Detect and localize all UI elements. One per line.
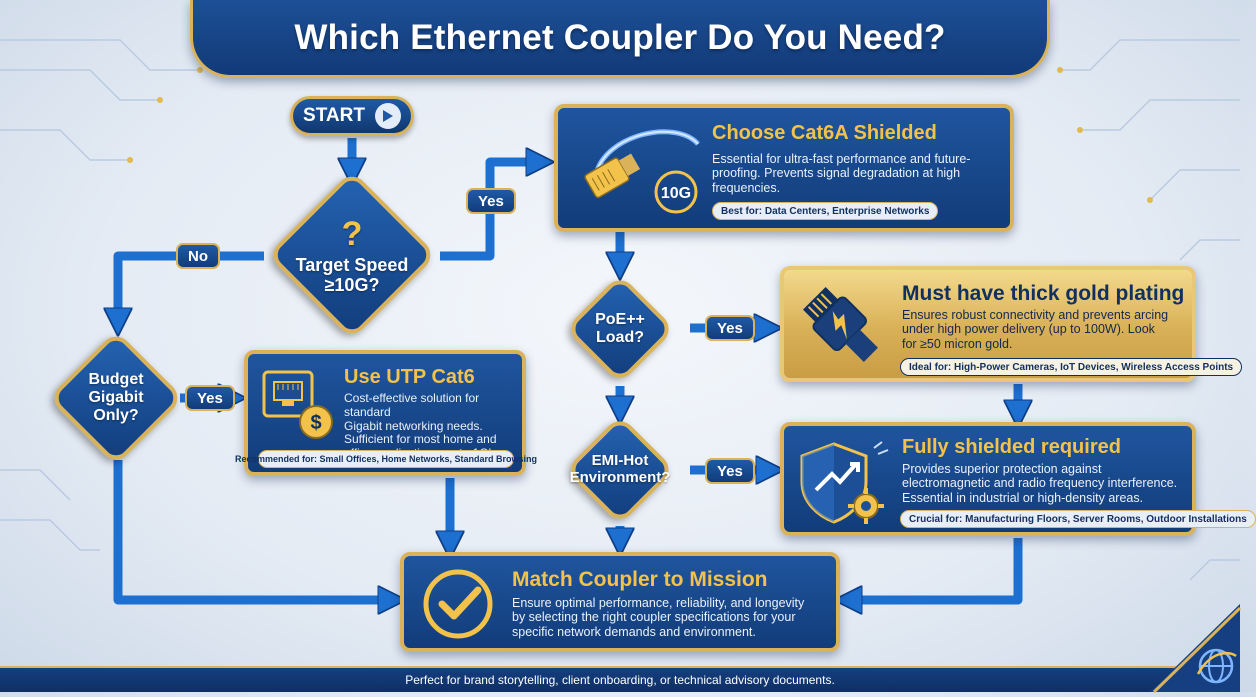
card-gold-body: Ensures robust connectivity and prevents… — [902, 308, 1169, 351]
globe-icon — [1150, 604, 1242, 694]
page-title: Which Ethernet Coupler Do You Need? — [294, 17, 946, 57]
branch-speed-yes: Yes — [466, 188, 516, 214]
decision-speed-line2: ≥10G? — [324, 275, 380, 295]
decision-emi-line1: EMI-Hot — [591, 452, 649, 470]
decision-budget-line3: Only? — [93, 406, 139, 424]
card-shielded-badge: Crucial for: Manufacturing Floors, Serve… — [900, 510, 1256, 528]
card-match-title: Match Coupler to Mission — [512, 568, 768, 591]
card-utp-cat6: $ Use UTP Cat6 Cost-effective solution f… — [235, 350, 537, 476]
checkmark-circle-icon — [420, 566, 496, 642]
branch-budget-yes: Yes — [185, 385, 235, 411]
card-shielded-body: Provides superior protection against ele… — [902, 462, 1178, 505]
decision-budget-line1: Budget — [88, 371, 144, 389]
start-node: START — [290, 96, 414, 136]
card-gold-plating: Must have thick gold plating Ensures rob… — [780, 266, 1243, 382]
decision-budget-line2: Gigabit — [88, 389, 144, 407]
title-banner: Which Ethernet Coupler Do You Need? — [190, 0, 1050, 78]
card-match-body: Ensure optimal performance, reliability,… — [512, 596, 805, 639]
card-utp-badge: Recommended for: Small Offices, Home Net… — [235, 450, 537, 468]
card-cat6a-badge: Best for: Data Centers, Enterprise Netwo… — [712, 202, 939, 220]
decision-poe-line2: Load? — [596, 329, 644, 346]
card-cat6a-title: Choose Cat6A Shielded — [712, 122, 937, 144]
branch-emi-yes: Yes — [705, 458, 755, 484]
card-fully-shielded: Fully shielded required Provides superio… — [780, 422, 1256, 536]
card-match-coupler: Match Coupler to Mission Ensure optimal … — [400, 552, 840, 652]
decision-poe-load: PoE++ Load? — [550, 272, 690, 386]
svg-text:10G: 10G — [661, 185, 691, 202]
decision-target-speed: ? Target Speed ≥10G? — [262, 170, 442, 340]
power-plug-lightning-icon — [794, 278, 894, 378]
ethernet-port-dollar-icon: $ — [258, 364, 338, 444]
decision-emi-line2: Environment? — [569, 469, 671, 486]
svg-text:$: $ — [310, 412, 321, 434]
shield-gear-icon — [794, 436, 894, 530]
card-shielded-title: Fully shielded required — [902, 436, 1121, 458]
decision-budget-gigabit: Budget Gigabit Only? — [46, 328, 186, 468]
card-utp-title: Use UTP Cat6 — [344, 366, 475, 388]
branch-speed-no: No — [176, 243, 220, 269]
ethernet-cable-10g-icon: 10G — [566, 114, 706, 226]
decision-poe-line1: PoE++ — [595, 311, 645, 329]
decision-speed-line1: Target Speed — [295, 254, 409, 275]
card-cat6a-shielded: 10G Choose Cat6A Shielded Essential for … — [554, 104, 1014, 232]
branch-poe-yes: Yes — [705, 315, 755, 341]
start-label: START — [303, 105, 365, 126]
play-icon — [374, 103, 401, 129]
footer-bar: Perfect for brand storytelling, client o… — [0, 666, 1240, 692]
footer-text: Perfect for brand storytelling, client o… — [405, 673, 835, 687]
decision-emi-environment: EMI-Hot Environment? — [550, 414, 690, 526]
card-gold-badge: Ideal for: High-Power Cameras, IoT Devic… — [900, 358, 1243, 376]
card-cat6a-body: Essential for ultra-fast performance and… — [712, 152, 971, 195]
card-gold-title: Must have thick gold plating — [902, 282, 1185, 305]
question-mark-icon: ? — [341, 214, 363, 253]
